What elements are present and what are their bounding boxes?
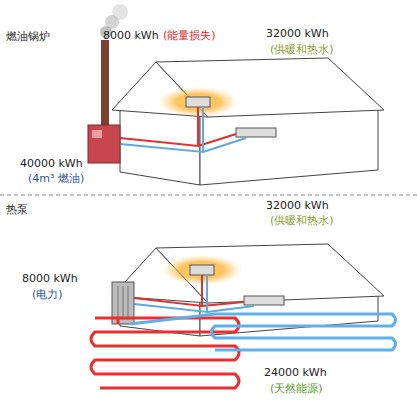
unit-grille — [118, 286, 119, 320]
ceiling-unit — [186, 97, 210, 107]
house-side-wall — [120, 108, 200, 185]
energy-note: (供暖和热水) — [270, 214, 334, 227]
cold-pipe — [120, 107, 246, 152]
section-heading: 燃油锅炉 — [6, 30, 50, 43]
cold-pipe — [134, 275, 254, 312]
energy-note: (能量损失) — [163, 29, 216, 42]
unit-grille — [128, 286, 129, 320]
oil-boiler-house — [88, 4, 384, 185]
energy-value: 24000 kWh — [264, 366, 327, 379]
wall-unit — [236, 128, 276, 137]
separator — [0, 195, 417, 196]
house-roof — [156, 58, 384, 117]
energy-value: 8000 kWh — [103, 29, 159, 42]
energy-note: (供暖和热水) — [270, 43, 334, 56]
unit-grille — [123, 286, 124, 320]
energy-note: (电力) — [32, 288, 63, 301]
energy-value: 32000 kWh — [266, 199, 329, 212]
energy-value: 8000 kWh — [22, 272, 78, 285]
energy-value: 32000 kWh — [266, 27, 329, 40]
section-heading: 热泵 — [6, 203, 28, 216]
energy-value: 40000 kWh — [20, 157, 83, 170]
ceiling-unit — [190, 265, 214, 275]
ground-loop-hot — [91, 318, 239, 388]
hot-pipe — [134, 275, 244, 306]
ground-loop-cold — [130, 314, 396, 350]
chimney — [101, 40, 109, 128]
wall-unit — [244, 296, 284, 305]
energy-note: (天然能源) — [270, 382, 323, 395]
hot-pipe — [120, 107, 236, 146]
boiler — [88, 125, 120, 163]
smoke — [112, 4, 128, 20]
house-roof — [156, 244, 384, 303]
boiler-window — [92, 130, 102, 138]
energy-note: (4m³ 燃油) — [28, 172, 84, 185]
house-front-wall — [200, 108, 378, 185]
